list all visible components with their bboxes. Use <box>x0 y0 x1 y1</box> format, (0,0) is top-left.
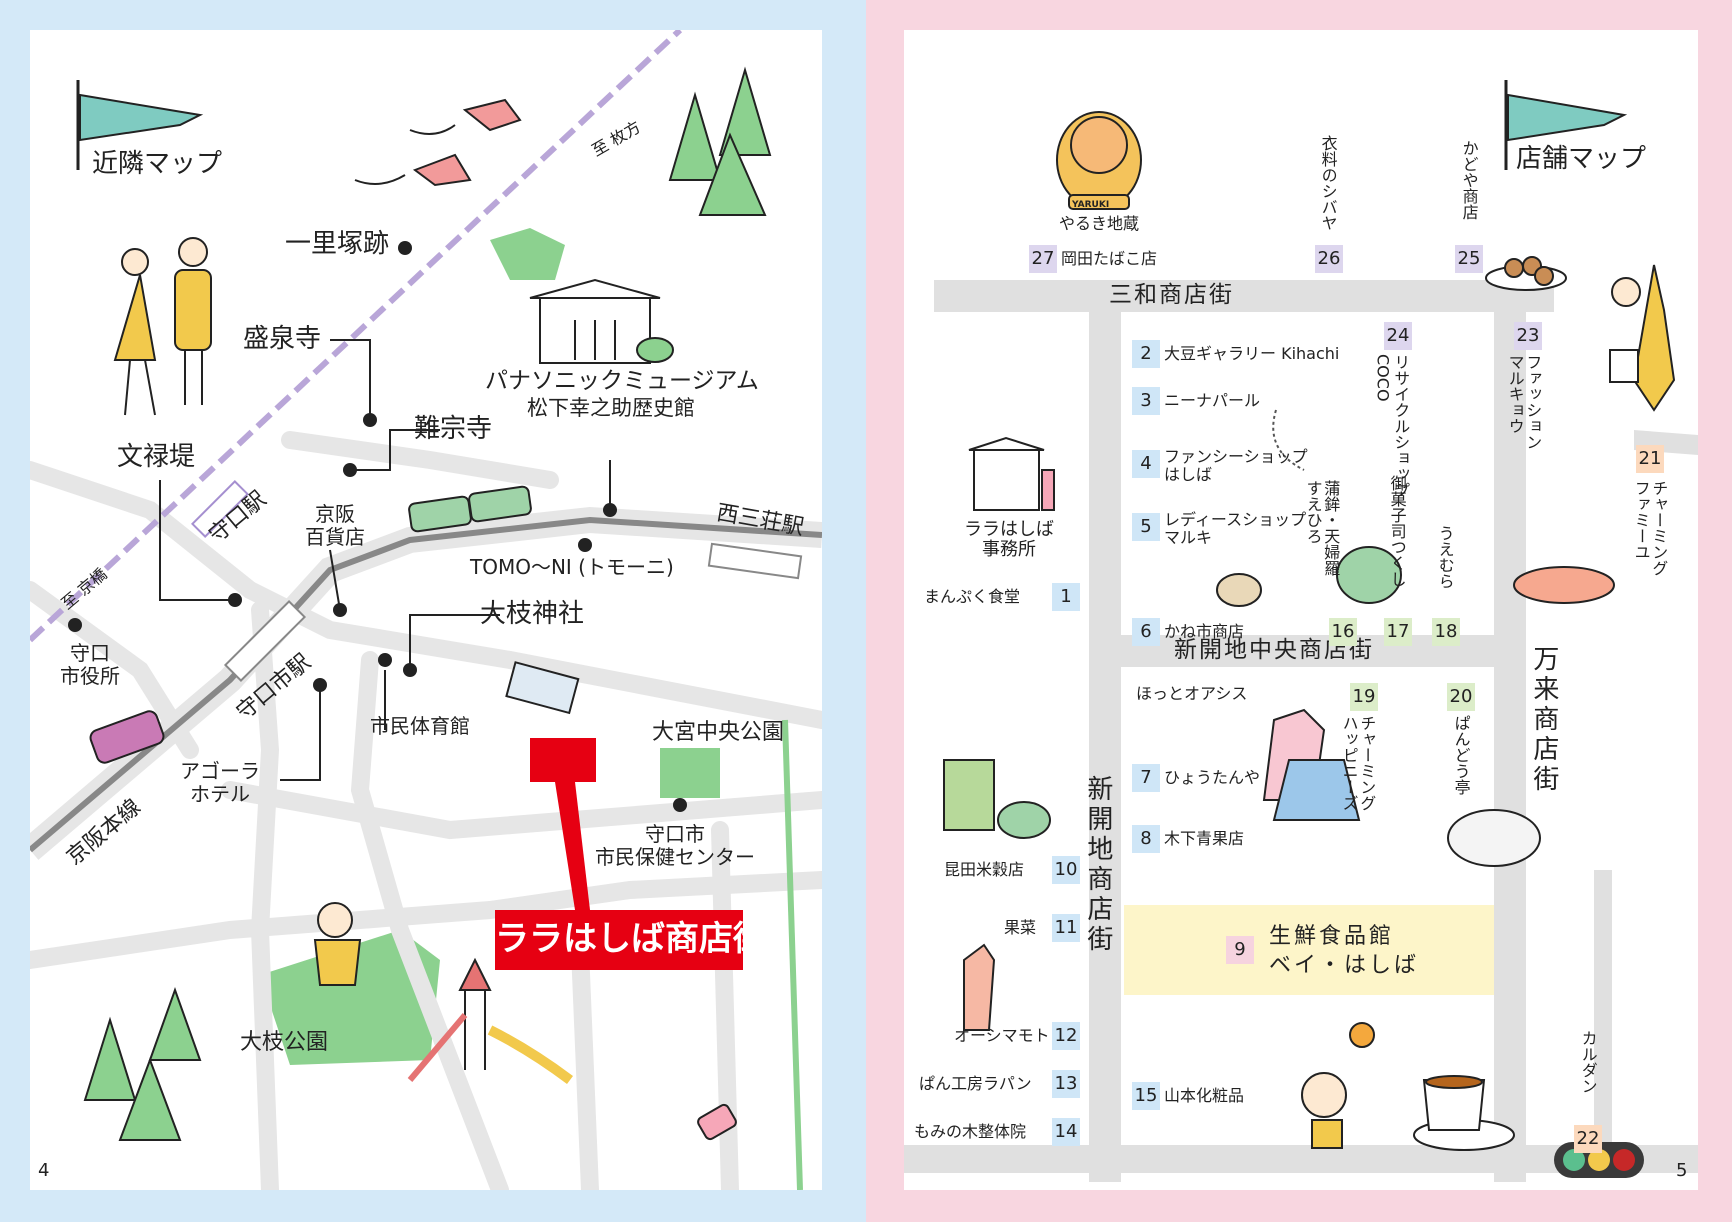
neighborhood-map-title: 近隣マップ <box>92 149 223 179</box>
label-tomoni: TOMO〜NI (トモーニ) <box>470 555 674 579</box>
page-number-left: 4 <box>38 1160 50 1181</box>
flag-icon <box>1507 93 1628 142</box>
store-number: 2 <box>1132 340 1160 368</box>
neighborhood-map: 近隣マップ 至 枚方 至 京橋 一里塚跡 盛泉寺 難宗寺 文禄堤 パナソニックミ… <box>30 30 822 1190</box>
store-number: 4 <box>1132 450 1160 478</box>
store-name[interactable]: ニーナパール <box>1164 391 1261 410</box>
store-number: 25 <box>1455 245 1483 273</box>
label-konosuke-museum: 松下幸之助歴史館 <box>527 396 695 420</box>
store-name[interactable]: チャーミング ファミーユ <box>1631 480 1669 576</box>
store-number: 16 <box>1329 618 1357 646</box>
store-number: 10 <box>1052 856 1080 884</box>
store-name[interactable]: ひょうたんや <box>1164 768 1261 787</box>
store-number: 8 <box>1132 825 1160 853</box>
store-name[interactable]: ファンシーショップ はしば <box>1164 447 1308 484</box>
store-number: 22 <box>1574 1125 1602 1153</box>
omiya-park-area <box>660 748 720 798</box>
store-name[interactable]: レディースショップ マルキ <box>1164 510 1307 547</box>
rara-hashiba-label: ララはしば商店街 <box>495 919 767 959</box>
store-name[interactable]: まんぷく食堂 <box>924 587 1021 606</box>
store-number: 17 <box>1384 618 1412 646</box>
store-number: 12 <box>1052 1022 1080 1050</box>
store-name[interactable]: もみの木整体院 <box>914 1122 1027 1141</box>
label-oeda-shrine: 大枝神社 <box>480 599 585 629</box>
store-number: 20 <box>1447 683 1475 711</box>
moriguchi-station-box <box>191 480 249 538</box>
oeda-park-area <box>260 930 440 1065</box>
label-health-center: 守口市 市民保健センター <box>595 822 755 869</box>
label-nansoji: 難宗寺 <box>414 414 493 444</box>
store-name[interactable]: 山本化粧品 <box>1164 1086 1245 1105</box>
label-agora-hotel: アゴーラ ホテル <box>180 759 260 806</box>
store-name[interactable]: うえむら <box>1435 525 1455 589</box>
store-number: 13 <box>1052 1070 1080 1098</box>
nishisanso-station-box <box>707 542 803 580</box>
store-name[interactable]: 果菜 <box>1004 918 1037 937</box>
label-city-gym: 市民体育館 <box>370 714 470 738</box>
label-keihan-dept: 京阪 百貨店 <box>305 502 365 549</box>
store-number: 14 <box>1052 1118 1080 1146</box>
store-map-title: 店舗マップ <box>1516 144 1647 174</box>
store-number: 1 <box>1052 583 1080 611</box>
store-name[interactable]: 昆田米穀店 <box>944 860 1025 879</box>
store-number: 6 <box>1132 618 1160 646</box>
store-number: 24 <box>1384 322 1412 350</box>
store-name[interactable]: リサイクルショップ COCO <box>1373 354 1411 498</box>
store-name[interactable]: 生鮮食品館 ベイ・はしば <box>1269 924 1420 978</box>
store-name[interactable]: オーシマモト <box>954 1026 1050 1045</box>
store-number: 26 <box>1315 245 1343 273</box>
moriguchishi-station-box <box>223 599 307 683</box>
store-name[interactable]: ぱんどう亭 <box>1451 715 1471 795</box>
store-number: 15 <box>1132 1082 1160 1110</box>
street-shinkaichi: 新開地商店街 <box>1082 775 1113 955</box>
supermarket-block <box>1124 905 1494 995</box>
store-name[interactable]: ファッション マルキョウ <box>1505 354 1543 450</box>
store-number: 11 <box>1052 914 1080 942</box>
store-name[interactable]: 蒲鉾・天婦羅 すえひろ <box>1303 480 1341 576</box>
label-seisenji: 盛泉寺 <box>243 324 322 354</box>
flag-icon <box>79 93 204 142</box>
label-ichirizuka: 一里塚跡 <box>285 229 390 259</box>
store-number: 18 <box>1432 618 1460 646</box>
mascot-caption: やるき地蔵 <box>1059 214 1140 233</box>
store-map-streets <box>904 80 1698 1182</box>
store-name[interactable]: 衣料のシバヤ <box>1318 135 1338 231</box>
shopping-street-marker <box>530 738 596 782</box>
store-map: 店舗マップ YARUKI やるき地蔵 三和商店街 新開地中央商店街 新開地商店街… <box>904 30 1698 1190</box>
store-number: 23 <box>1514 322 1542 350</box>
page-number-right: 5 <box>1676 1160 1688 1181</box>
store-number: 5 <box>1132 513 1160 541</box>
street-yorozu: 万来商店街 <box>1528 645 1559 795</box>
label-panasonic-museum: パナソニックミュージアム <box>485 368 759 394</box>
office-label: ララはしば 事務所 <box>964 519 1054 560</box>
store-number: 7 <box>1132 764 1160 792</box>
store-name[interactable]: 大豆ギャラリー Kihachi <box>1164 344 1340 363</box>
store-name[interactable]: チャーミング ハッピニーズ <box>1339 715 1377 811</box>
store-number: 27 <box>1029 245 1057 273</box>
street-sanwa: 三和商店街 <box>1109 282 1234 308</box>
store-number: 3 <box>1132 387 1160 415</box>
store-name[interactable]: 御菓子司つくし <box>1387 475 1407 587</box>
oasis-label: ほっとオアシス <box>1136 684 1248 703</box>
store-name[interactable]: ぱん工房ラパン <box>919 1074 1032 1093</box>
label-oeda-park: 大枝公園 <box>240 1030 329 1055</box>
store-name[interactable]: かどや商店 <box>1459 140 1479 220</box>
neighborhood-map-roads <box>30 30 822 1190</box>
store-name[interactable]: 木下青果店 <box>1164 829 1245 848</box>
mascot-badge: YARUKI <box>1072 200 1110 210</box>
store-name[interactable]: 岡田たばこ店 <box>1061 249 1158 268</box>
small-park <box>490 228 565 280</box>
label-omiya-park: 大宮中央公園 <box>652 720 785 745</box>
rara-hashiba-banner: ララはしば商店街 <box>495 910 767 970</box>
store-number: 21 <box>1636 445 1664 473</box>
label-city-hall: 守口 市役所 <box>60 641 120 688</box>
label-bunrokutsutsumi: 文禄堤 <box>117 442 196 472</box>
store-number: 9 <box>1226 936 1254 964</box>
store-number: 19 <box>1350 683 1378 711</box>
store-name[interactable]: かね市商店 <box>1164 622 1245 641</box>
store-name[interactable]: カルダン <box>1578 1030 1598 1094</box>
